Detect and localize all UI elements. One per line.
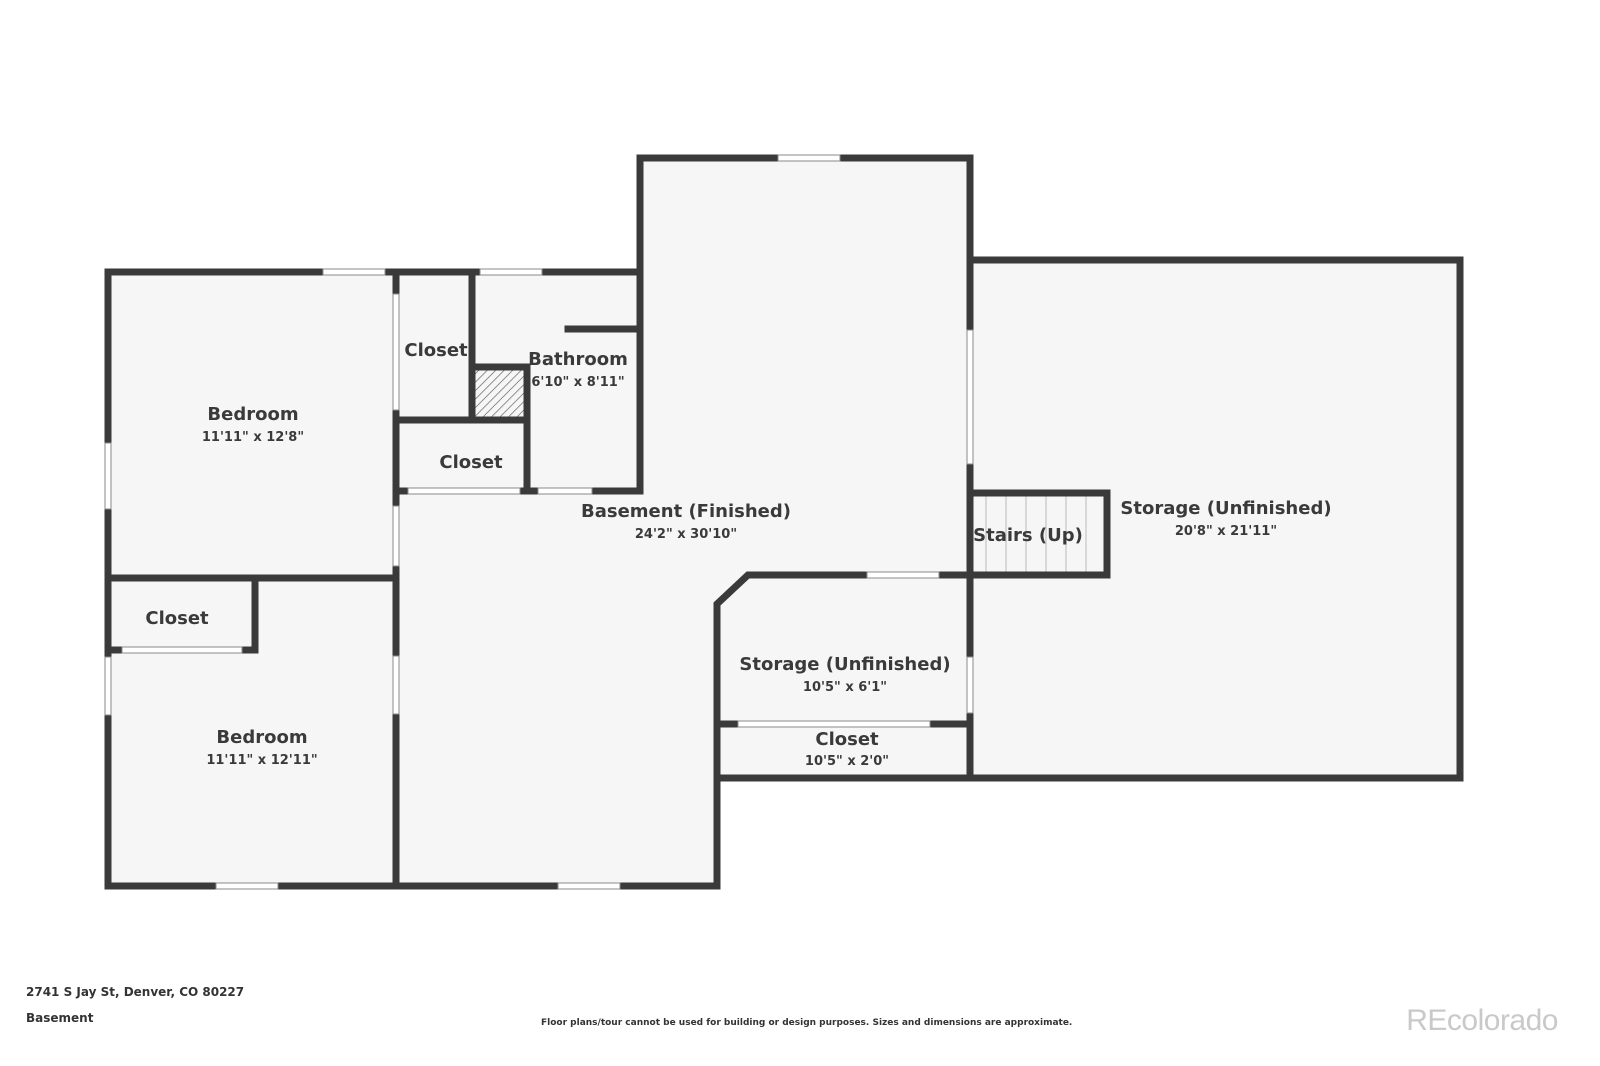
room-name-closet4: Closet bbox=[815, 729, 879, 750]
wall-storage-outer bbox=[713, 256, 1464, 782]
opening-bedroom1 bbox=[392, 505, 400, 567]
floor-basement-lower bbox=[398, 490, 970, 886]
room-name-closet3: Closet bbox=[145, 608, 209, 629]
room-dim-bathroom: 6'10" x 8'11" bbox=[531, 375, 624, 390]
opening-bathroom bbox=[537, 487, 593, 495]
opening-closet1 bbox=[392, 293, 400, 411]
window-bedroom1-top bbox=[322, 268, 386, 276]
room-dim-basement: 24'2" x 30'10" bbox=[635, 527, 737, 542]
window-basement-top bbox=[777, 154, 841, 162]
room-name-bedroom2: Bedroom bbox=[216, 727, 307, 748]
room-dim-storage-small: 10'5" x 6'1" bbox=[803, 680, 887, 695]
floor-level: Basement bbox=[26, 1011, 94, 1025]
window-bedroom2-bottom bbox=[215, 882, 279, 890]
floor-storage-large bbox=[970, 260, 1460, 778]
floor-storage-small bbox=[717, 575, 970, 778]
floor-fills bbox=[108, 158, 1460, 886]
room-dim-storage-large: 20'8" x 21'11" bbox=[1175, 524, 1277, 539]
openings bbox=[104, 154, 974, 890]
recolorado-logo: REcolorado bbox=[1406, 1004, 1558, 1037]
window-bathroom-top bbox=[479, 268, 543, 276]
opening-storage-divider-lower bbox=[966, 656, 974, 714]
room-dim-bedroom1: 11'11" x 12'8" bbox=[202, 430, 304, 445]
wall-bathroom-left bbox=[468, 363, 531, 495]
room-name-storage-small: Storage (Unfinished) bbox=[739, 654, 950, 675]
room-labels: Bedroom 11'11" x 12'8" Closet Bathroom 6… bbox=[145, 340, 1331, 769]
opening-storage-divider-upper bbox=[966, 329, 974, 465]
room-name-closet2: Closet bbox=[439, 452, 503, 473]
wall-stairs bbox=[966, 489, 1111, 579]
hatched-shaft bbox=[474, 369, 525, 418]
opening-closet3 bbox=[121, 646, 243, 654]
window-basement-bottom bbox=[557, 882, 621, 890]
room-name-stairs: Stairs (Up) bbox=[973, 525, 1083, 546]
opening-bedroom2 bbox=[392, 655, 400, 715]
wall-basement-diagonal bbox=[713, 571, 974, 890]
window-bedroom1-left bbox=[104, 442, 112, 510]
room-name-closet1: Closet bbox=[404, 340, 468, 361]
room-name-bedroom1: Bedroom bbox=[207, 404, 298, 425]
opening-closet4 bbox=[737, 720, 931, 728]
room-name-basement: Basement (Finished) bbox=[581, 501, 791, 522]
room-name-bathroom: Bathroom bbox=[528, 349, 628, 370]
window-bedroom2-left bbox=[104, 656, 112, 716]
property-address: 2741 S Jay St, Denver, CO 80227 bbox=[26, 985, 245, 999]
room-name-storage-large: Storage (Unfinished) bbox=[1120, 498, 1331, 519]
stairs-treads bbox=[985, 496, 1087, 572]
opening-storage-small-top bbox=[866, 571, 940, 579]
opening-closet2 bbox=[407, 487, 521, 495]
room-dim-closet4: 10'5" x 2'0" bbox=[805, 754, 889, 769]
disclaimer: Floor plans/tour cannot be used for buil… bbox=[541, 1018, 1073, 1028]
room-dim-bedroom2: 11'11" x 12'11" bbox=[206, 753, 317, 768]
